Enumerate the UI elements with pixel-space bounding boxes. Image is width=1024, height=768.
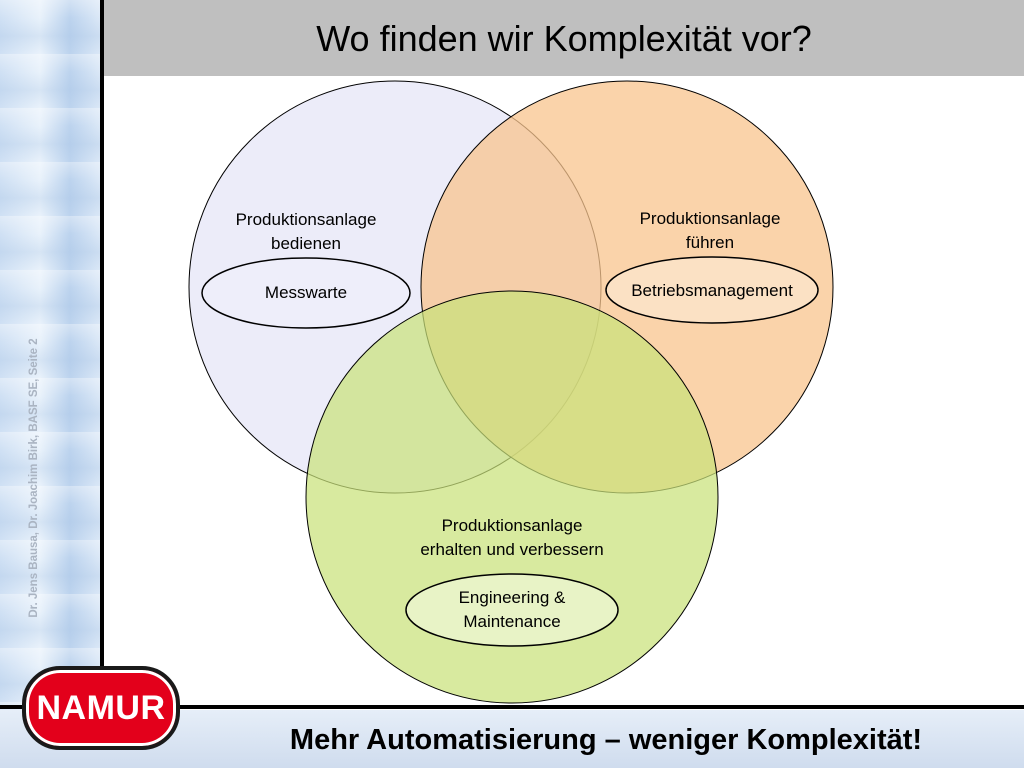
- label-fuehren: Produktionsanlage führen: [610, 207, 810, 255]
- ellipse-engineering: [405, 573, 619, 647]
- label-bedienen-line1: Produktionsanlage: [235, 210, 377, 229]
- vertical-divider: [100, 0, 104, 768]
- label-bedienen-line2: bedienen: [271, 234, 341, 253]
- label-bedienen: Produktionsanlage bedienen: [206, 208, 406, 256]
- label-erhalten: Produktionsanlage erhalten und verbesser…: [392, 514, 632, 562]
- namur-logo: NAMUR: [22, 666, 180, 750]
- namur-logo-text: NAMUR: [36, 689, 166, 727]
- ellipse-engineering-line2: Maintenance: [463, 612, 561, 631]
- label-fuehren-line2: führen: [685, 233, 735, 252]
- label-fuehren-line1: Produktionsanlage: [639, 209, 781, 228]
- ellipse-betriebsmanagement: [605, 256, 819, 324]
- ellipse-messwarte: [201, 257, 411, 329]
- label-erhalten-line2: erhalten und verbessern: [420, 540, 604, 559]
- side-decoration-strip: [0, 0, 100, 768]
- ellipse-messwarte-text: Messwarte: [264, 283, 348, 302]
- title-bar: [104, 0, 1024, 76]
- ellipse-engineering-line1: Engineering &: [458, 588, 566, 607]
- ellipse-betriebsmanagement-text: Betriebsmanagement: [631, 281, 793, 300]
- slide-title: Wo finden wir Komplexität vor?: [316, 18, 812, 59]
- footer-slogan: Mehr Automatisierung – weniger Komplexit…: [289, 724, 923, 756]
- horizontal-divider: [0, 705, 1024, 709]
- ellipse-engineering-text: Engineering & Maintenance: [412, 586, 612, 634]
- label-erhalten-line1: Produktionsanlage: [441, 516, 583, 535]
